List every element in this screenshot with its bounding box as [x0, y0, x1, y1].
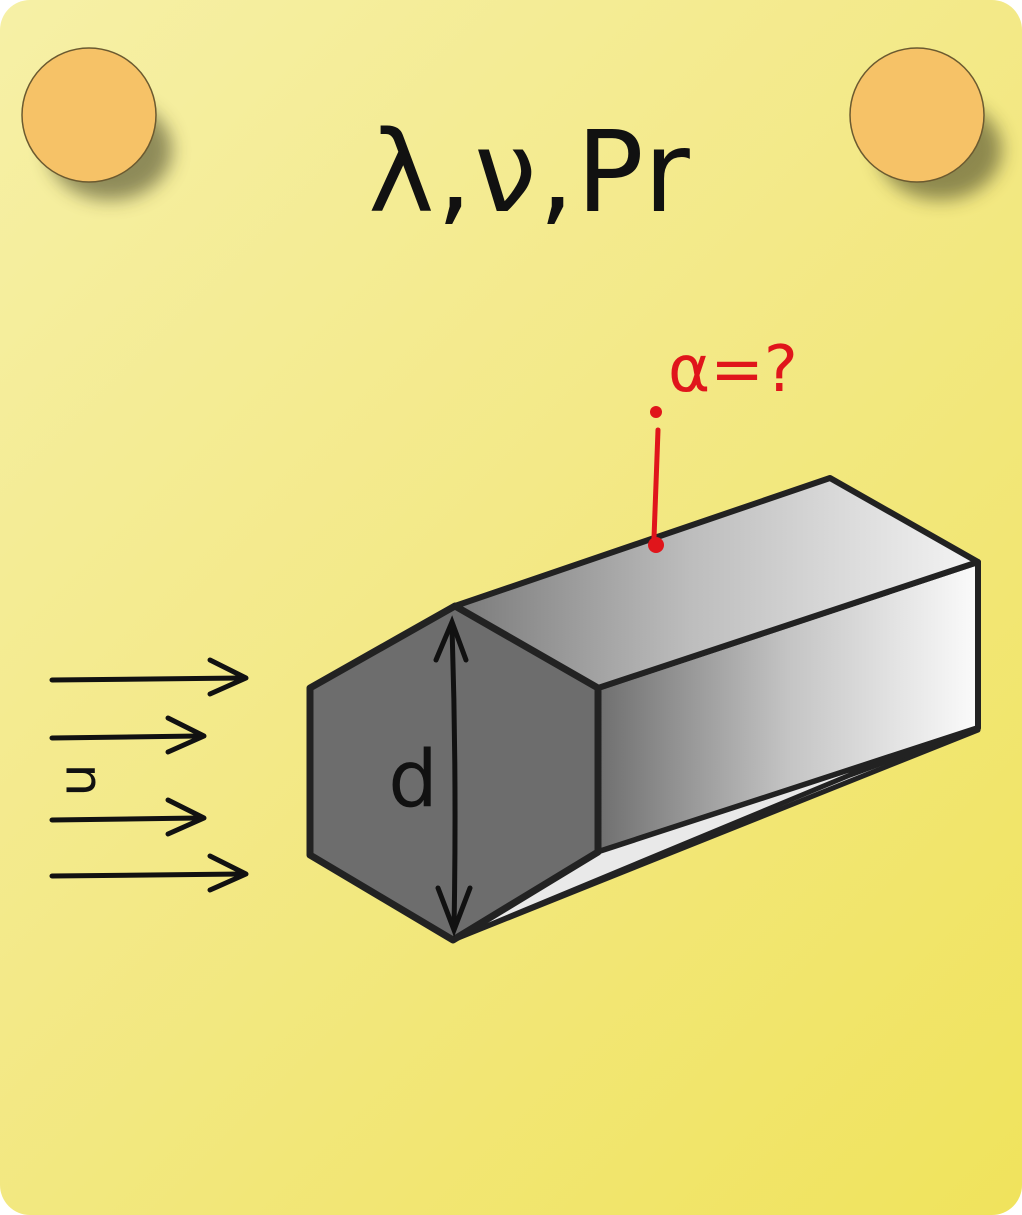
flow-velocity-label: u	[48, 763, 108, 797]
flow-arrow-icon	[49, 657, 249, 697]
fluid-properties-label: λ,ν,Pr	[368, 108, 692, 238]
dimension-arrow-icon	[433, 615, 473, 938]
flow-arrows	[49, 657, 249, 893]
pin-left-icon	[21, 47, 172, 200]
dimension-label: d	[388, 735, 438, 825]
flow-arrow-icon	[49, 853, 249, 893]
pin-right-icon	[849, 47, 1002, 200]
heat-transfer-pointer	[648, 406, 664, 553]
flow-arrow-icon	[49, 715, 207, 755]
flow-arrow-icon	[49, 797, 207, 837]
unknown-coefficient-label: α=?	[668, 333, 798, 407]
